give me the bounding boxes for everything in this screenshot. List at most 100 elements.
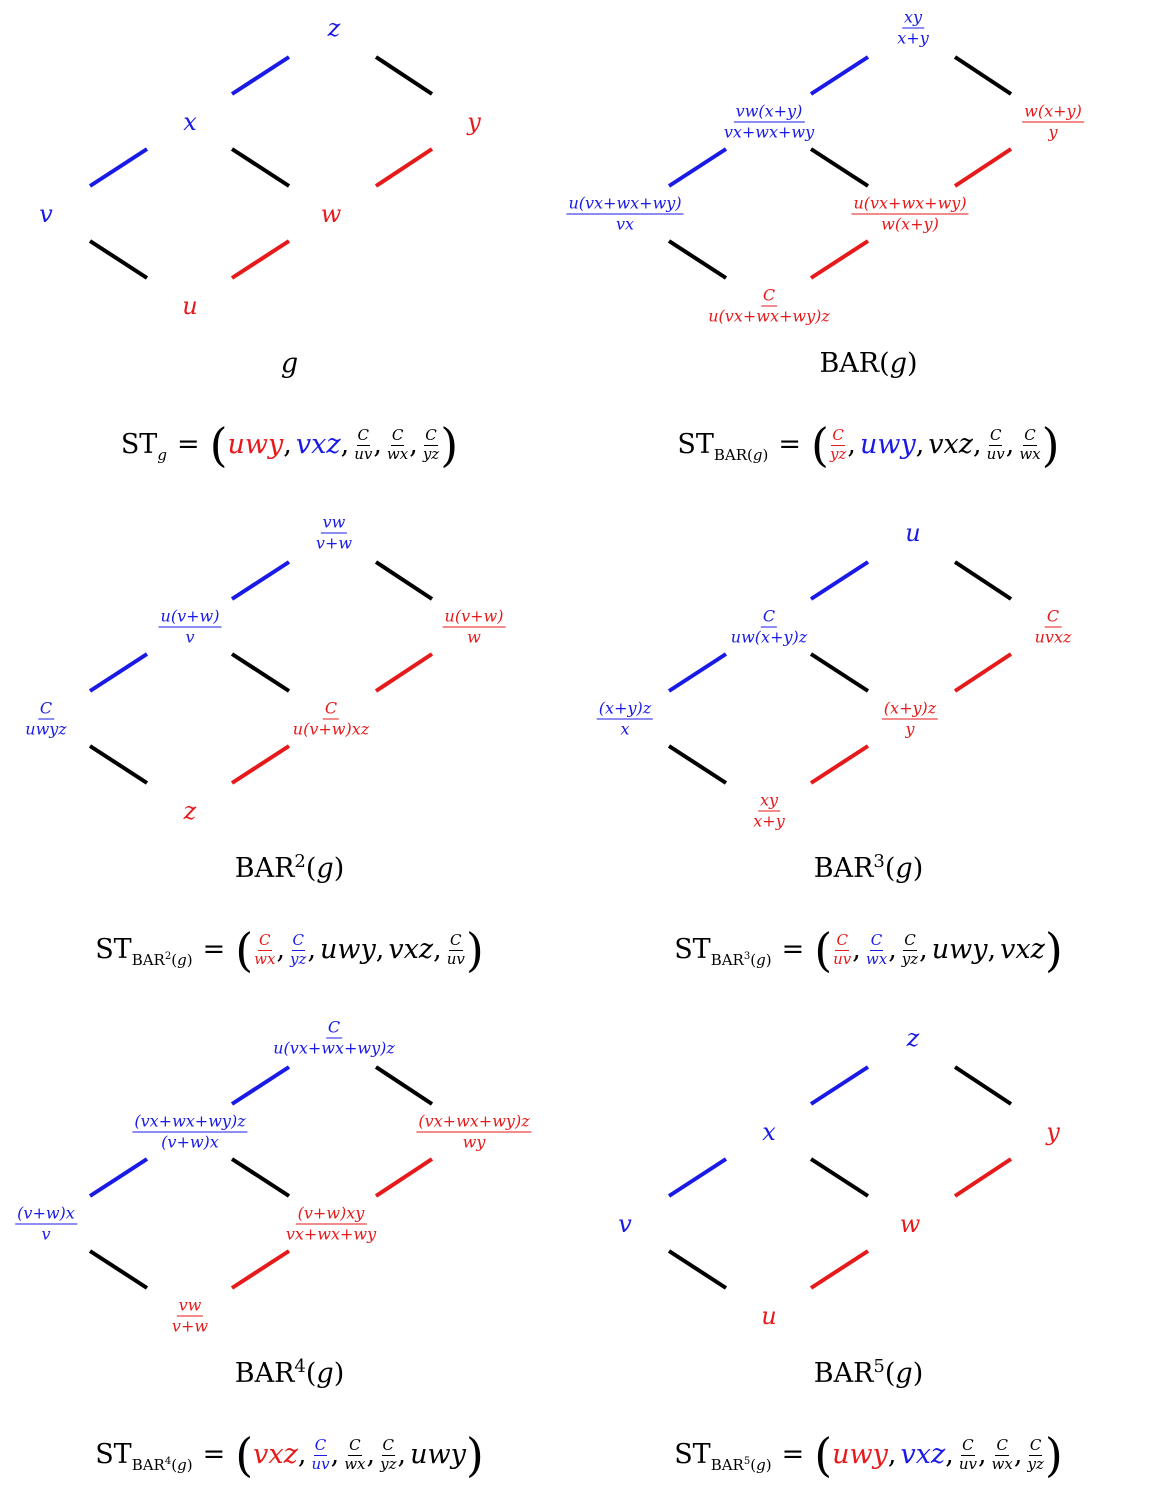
caption-power: 3 [873, 851, 885, 872]
node-ul: (vx+wx+wy)z(v+w)x [132, 1113, 248, 1151]
st-subscript-text: g [157, 446, 167, 464]
caption-power: 4 [294, 1356, 306, 1377]
edge-3 [809, 147, 870, 188]
edge-5 [88, 239, 149, 280]
edge-1 [374, 560, 434, 601]
st-open-paren: ( [209, 418, 228, 472]
node-variable: x [183, 108, 197, 136]
st-subscript-power: 2 [164, 951, 172, 962]
st-subscript-text: BAR [710, 1456, 744, 1474]
st-item-denominator: uv [986, 445, 1005, 463]
st-comma: , [977, 1439, 987, 1470]
node-fraction: u(v+w)v [158, 608, 222, 646]
node-variable: x [762, 1118, 776, 1146]
st-item: vxz [900, 1439, 946, 1470]
edge-1 [953, 1065, 1013, 1106]
edge-1 [953, 55, 1013, 96]
st-item-denominator: yz [422, 445, 440, 463]
caption-lparen: ( [884, 1358, 896, 1389]
st-subscript: BAR2(g) [132, 951, 193, 969]
st-item-denominator: yz [380, 1455, 397, 1473]
caption-argument: g [280, 348, 299, 379]
caption-argument: g [316, 1358, 334, 1389]
st-item-denominator: uv [446, 950, 465, 968]
st-item-denominator: yz [901, 950, 919, 968]
st-item-numerator: C [903, 931, 917, 951]
node-numerator: C [1044, 606, 1062, 628]
edge-3 [809, 652, 870, 693]
node-denominator: vx+wx+wy [285, 1224, 377, 1244]
node-denominator: uw(x+y)z [730, 627, 808, 647]
caption-lparen: ( [305, 1358, 317, 1389]
st-comma: , [847, 429, 856, 460]
st-item-denominator: uv [833, 950, 852, 968]
node-numerator: u(vx+wx+wy) [566, 193, 684, 215]
node-denominator: uwyz [25, 719, 67, 739]
node-ur: y [1046, 1120, 1060, 1144]
st-label: ST [95, 1439, 132, 1470]
caption-power: 5 [873, 1356, 885, 1377]
st-item-denominator: yz [829, 445, 847, 463]
node-mid: w [321, 202, 342, 226]
edge-6 [230, 239, 291, 280]
edge-0 [809, 1065, 870, 1106]
node-variable: z [183, 797, 197, 825]
st-sub-rparen: ) [186, 951, 193, 969]
edge-4 [953, 147, 1013, 188]
node-fraction: (vx+wx+wy)z(v+w)x [132, 1113, 248, 1151]
edge-layer [667, 560, 1013, 785]
st-comma: , [375, 934, 385, 965]
node-ul: u(v+w)v [158, 608, 222, 646]
edge-3 [230, 147, 291, 188]
node-variable: v [618, 1210, 632, 1238]
st-close-paren: ) [1044, 1428, 1063, 1482]
node-denominator: y [905, 719, 915, 739]
st-item: uwy [320, 934, 376, 965]
caption-rparen: ) [906, 348, 918, 379]
panel-caption: BAR3(g) [579, 851, 1158, 885]
node-denominator: x+y [753, 811, 785, 831]
caption-operator: BAR [813, 853, 874, 884]
edge-2 [88, 147, 149, 188]
edge-4 [953, 652, 1013, 693]
node-denominator: wy [462, 1132, 486, 1152]
node-fraction: u(vx+wx+wy)w(x+y) [851, 195, 969, 233]
node-numerator: (v+w)xy [295, 1203, 367, 1225]
node-bottom: u [182, 294, 197, 318]
st-subscript: BAR5(g) [711, 1456, 772, 1474]
node-denominator: x [620, 719, 630, 739]
st-comma: , [340, 429, 350, 460]
node-fraction: u(vx+wx+wy)vx [566, 193, 684, 233]
node-fraction: w(x+y)y [1022, 103, 1084, 141]
edge-2 [88, 1157, 149, 1198]
node-variable: y [1046, 1118, 1060, 1146]
st-item: vxz [388, 934, 434, 965]
st-subscript-text: BAR [710, 951, 744, 969]
st-item-numerator: C [424, 426, 438, 446]
edge-layer [88, 560, 434, 785]
edge-4 [374, 147, 434, 188]
st-item-numerator: C [1028, 1436, 1043, 1456]
st-item-numerator: C [313, 1436, 328, 1456]
st-sub-lparen: ( [750, 1456, 757, 1474]
st-sub-lparen: ( [747, 446, 753, 464]
st-subscript-power: 4 [164, 1456, 172, 1467]
st-comma: , [433, 934, 442, 965]
node-numerator: C [322, 698, 340, 720]
st-subscript: BAR4(g) [132, 1456, 193, 1474]
